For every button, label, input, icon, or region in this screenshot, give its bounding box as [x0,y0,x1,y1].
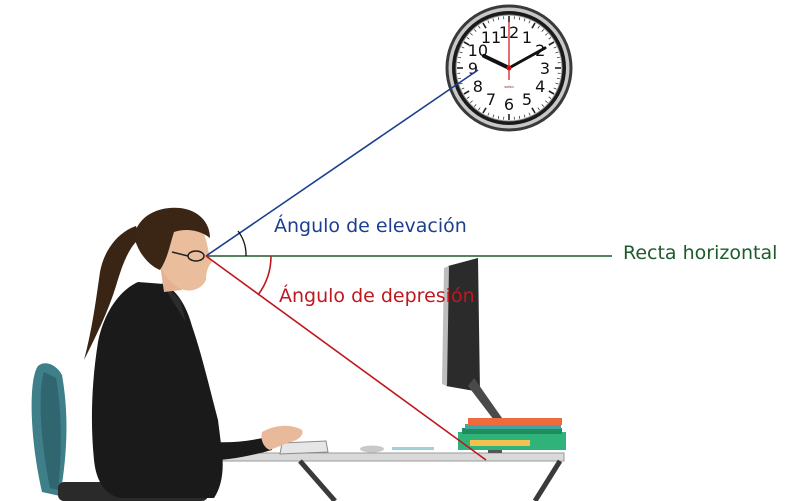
clock-tick [473,104,477,107]
clock-tick [497,17,500,21]
woman-hair [134,207,210,270]
clock-tick [556,77,560,80]
clock-tick [553,87,557,90]
clock-tick [541,29,545,32]
clock-tick [548,37,552,40]
clock-number: 3 [540,59,550,78]
wall-clock: 121234567891011 seiko [445,4,573,132]
clock-number: 7 [486,90,496,109]
clock-tick [548,90,555,95]
clock-tick [473,29,477,32]
clock-tick [470,32,473,36]
clock-tick [548,41,555,46]
clock-tick [556,56,560,59]
desk-leg-right [532,459,563,501]
woman-arm [138,330,272,461]
woman-hand [261,425,303,450]
clock-brand: seiko [504,84,514,89]
clock-tick [461,46,465,49]
glasses-icon [171,250,205,262]
clock-tick [518,17,521,21]
clock-tick [531,22,536,29]
desk-items [360,445,434,453]
keyboard-body [279,440,329,455]
clock-tick [492,114,495,118]
clock-tick [459,51,463,54]
monitor-bezel-side [442,266,449,386]
clock-tick [478,25,481,29]
monitor-arm [468,378,502,424]
clock-tick [541,104,545,107]
horizontal-line-label: Recta horizontal [623,242,778,264]
clock-minute-hand [507,46,547,70]
clock-tick [492,18,495,22]
clock-tick [545,100,548,104]
clock-tick [545,32,548,36]
clock-tick [463,90,470,95]
folder-orange [468,418,562,425]
woman-shirt [162,282,186,322]
clock-tick [555,51,559,54]
folder-stack [458,418,566,450]
desk-leg-left [298,459,337,501]
depression-line [205,255,487,461]
clock-tick [466,37,470,40]
clock-tick [482,107,487,114]
clock-tick [458,77,462,80]
clock-tick [470,100,473,104]
clock-tick [487,112,490,116]
elevation-angle-arc [237,230,247,257]
clock-number: 1 [522,28,532,47]
clock-tick [548,96,552,99]
desk-mouse [360,445,384,453]
desk-pen [392,447,434,450]
elevation-line [205,69,479,257]
keyboard [279,440,329,455]
clock-tick [528,20,531,24]
clock-tick [487,20,490,24]
folder-yellow [470,440,530,446]
clock-number: 6 [504,95,514,114]
clock-tick [523,18,526,22]
clock-tick [466,96,470,99]
clock-tick [463,41,470,46]
clock-tick [461,87,465,90]
clock-tick [553,46,557,49]
clock-number: 11 [481,28,501,47]
clock-tick [458,56,462,59]
clock-ticks [457,16,561,120]
clock-number: 4 [535,77,545,96]
folder-green-dark [462,428,562,434]
folder-teal [465,424,561,429]
clock-tick [531,107,536,114]
clock-hour-hand [482,54,511,70]
clock-center-pin [506,65,512,71]
clock-tick [523,114,526,118]
depression-angle-arc [257,255,272,296]
clock-tick [482,22,487,29]
clock-tick [459,82,463,85]
elevation-angle-label: Ángulo de elevación [274,215,467,237]
ponytail [84,226,140,360]
desk-top [221,452,565,462]
clock-tick [497,115,500,119]
clock-tick [478,107,481,111]
clock-tick [528,112,531,116]
clock-tick [537,25,540,29]
monitor-screen [446,258,480,392]
woman-figure [84,207,303,498]
clock-tick [555,82,559,85]
depression-angle-label: Ángulo de depresión [279,285,475,307]
clock-tick [518,115,521,119]
clock-number: 9 [468,59,478,78]
clock-tick [537,107,540,111]
desk [221,452,565,501]
clock-number: 5 [522,90,532,109]
chair-backrest-shade [40,372,61,490]
clock-number: 8 [473,77,483,96]
